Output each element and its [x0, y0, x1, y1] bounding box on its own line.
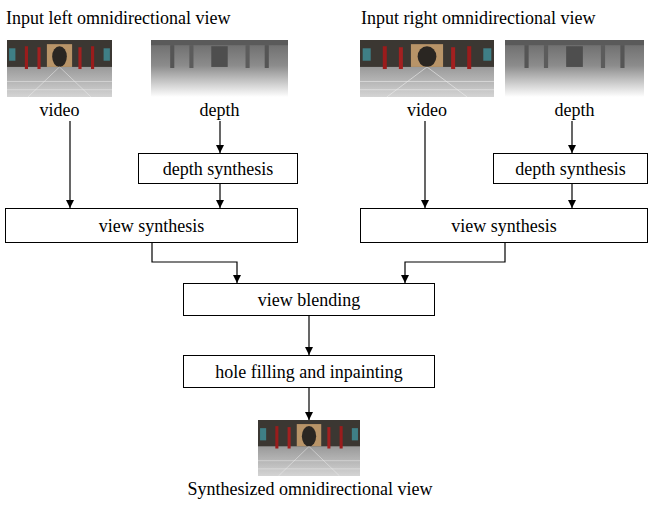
flow-arrow — [69, 121, 70, 208]
image-node: depth — [151, 40, 288, 121]
output-image — [258, 420, 360, 476]
input-title: Input right omnidirectional view — [361, 7, 595, 29]
flow-arrow — [424, 121, 425, 208]
input-title: Input left omnidirectional view — [6, 7, 230, 29]
box-label: view blending — [258, 289, 360, 311]
image-caption: video — [7, 99, 112, 121]
flow-arrow — [405, 243, 505, 283]
image-node: depth — [505, 40, 644, 121]
flow-arrow — [219, 121, 220, 153]
image-caption: Synthesized omnidirectional view — [170, 478, 450, 500]
image-caption: depth — [151, 99, 288, 121]
process-box: hole filling and inpainting — [183, 355, 435, 388]
video-image — [360, 40, 494, 97]
image-node: Synthesized omnidirectional view — [170, 420, 450, 500]
image-node: video — [7, 40, 112, 121]
flow-arrow — [219, 184, 220, 208]
process-box: view synthesis — [5, 208, 298, 243]
image-caption: depth — [505, 99, 644, 121]
flow-arrow — [152, 243, 237, 283]
depth-image — [151, 40, 288, 97]
box-label: depth synthesis — [163, 158, 274, 180]
image-node: video — [360, 40, 494, 121]
flow-arrow — [571, 121, 572, 153]
video-image — [7, 40, 112, 97]
flow-arrow — [571, 184, 572, 208]
image-caption: video — [360, 99, 494, 121]
box-label: depth synthesis — [515, 158, 626, 180]
process-box: depth synthesis — [138, 153, 298, 184]
box-label: view synthesis — [99, 215, 205, 237]
box-label: hole filling and inpainting — [215, 361, 402, 383]
depth-image — [505, 40, 644, 97]
process-box: depth synthesis — [493, 153, 648, 184]
box-label: view synthesis — [451, 215, 557, 237]
process-box: view synthesis — [360, 208, 648, 243]
flow-arrow — [308, 316, 309, 355]
process-box: view blending — [183, 283, 435, 316]
flow-arrow — [308, 388, 309, 420]
